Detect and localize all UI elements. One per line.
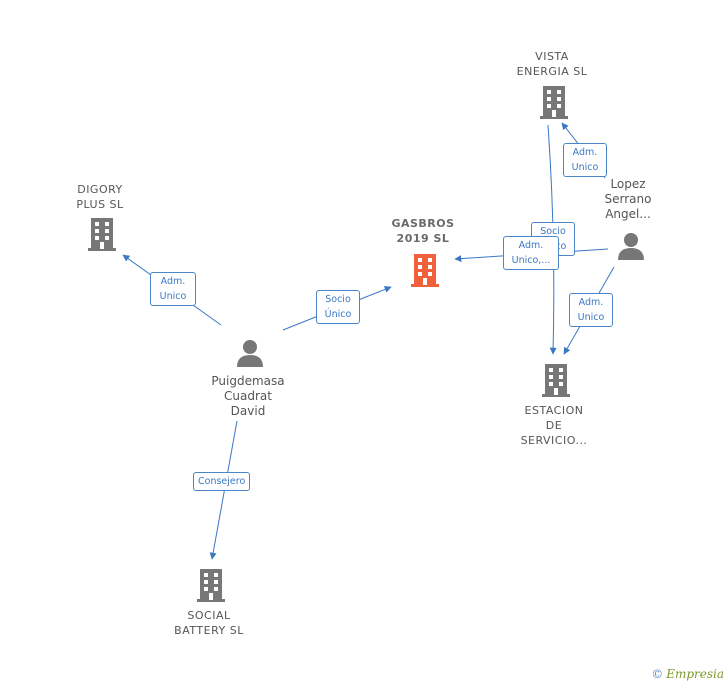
building-icon (88, 218, 116, 251)
person-label-line: Serrano (604, 192, 652, 206)
person-label-puigdemasa[interactable]: Puigdemasa Cuadrat David (198, 374, 298, 419)
node-label-vista-energia[interactable]: VISTA ENERGIA SL (502, 49, 602, 79)
person-label-line: Angel... (605, 207, 651, 221)
edge-label-lopez-estacion-adm[interactable]: Adm. Unico (569, 293, 613, 327)
person-icon (237, 340, 263, 367)
person-icon (618, 233, 644, 260)
node-label-line: 2019 SL (396, 232, 450, 245)
node-label-line: DIGORY (77, 183, 123, 196)
edge-label-puig-digory[interactable]: Adm. Unico (150, 272, 196, 306)
node-label-gasbros[interactable]: GASBROS 2019 SL (373, 216, 473, 246)
edge-label-line: Único (324, 309, 352, 320)
person-label-line: Cuadrat (224, 389, 272, 403)
edge-label-lopez-vista[interactable]: Adm. Unico (563, 143, 607, 177)
brand-logo: ©Empresia (651, 667, 724, 681)
edge-label-puig-gasbros[interactable]: Socio Único (316, 290, 360, 324)
building-icon (542, 364, 570, 397)
person-label-line: Puigdemasa (211, 374, 285, 388)
person-label-lopez[interactable]: Lopez Serrano Angel... (598, 177, 658, 222)
brand-name: Empresia (666, 667, 724, 681)
node-label-line: SOCIAL (187, 609, 231, 622)
node-label-line: ENERGIA SL (516, 65, 588, 78)
edge-label-line: Socio (325, 294, 351, 305)
edge-label-line: Unico (159, 291, 187, 302)
edge-label-line: Unico,... (511, 255, 551, 266)
node-label-line: BATTERY SL (174, 624, 244, 637)
edge-label-line: Adm. (572, 147, 598, 158)
node-label-digory-plus[interactable]: DIGORY PLUS SL (50, 182, 150, 212)
node-label-line: DE (545, 419, 563, 432)
edge-label-lopez-gasbros[interactable]: Adm. Unico,... (503, 236, 559, 270)
edge-label-line: Unico (577, 312, 605, 323)
edge-label-line: Socio (540, 226, 566, 237)
edge-label-line: Adm. (518, 240, 544, 251)
building-icon-main[interactable] (410, 252, 440, 288)
edge-label-line: Adm. (578, 297, 604, 308)
node-label-line: ESTACION (524, 404, 584, 417)
building-icon (540, 86, 568, 119)
person-label-line: Lopez (610, 177, 646, 191)
edge-label-line: Consejero (198, 476, 246, 487)
node-label-estacion[interactable]: ESTACION DE SERVICIO... (504, 403, 604, 448)
copyright-symbol: © (651, 667, 664, 681)
node-label-line: SERVICIO... (520, 434, 588, 447)
edge-label-puig-social[interactable]: Consejero (193, 472, 251, 491)
node-label-social-battery[interactable]: SOCIAL BATTERY SL (159, 608, 259, 638)
node-label-line: VISTA (535, 50, 569, 63)
node-label-line: PLUS SL (76, 198, 124, 211)
person-label-line: David (230, 404, 266, 418)
building-icon (197, 569, 225, 602)
node-label-line: GASBROS (391, 217, 455, 230)
edge-label-line: Adm. (160, 276, 186, 287)
edge-label-line: Unico (571, 162, 599, 173)
